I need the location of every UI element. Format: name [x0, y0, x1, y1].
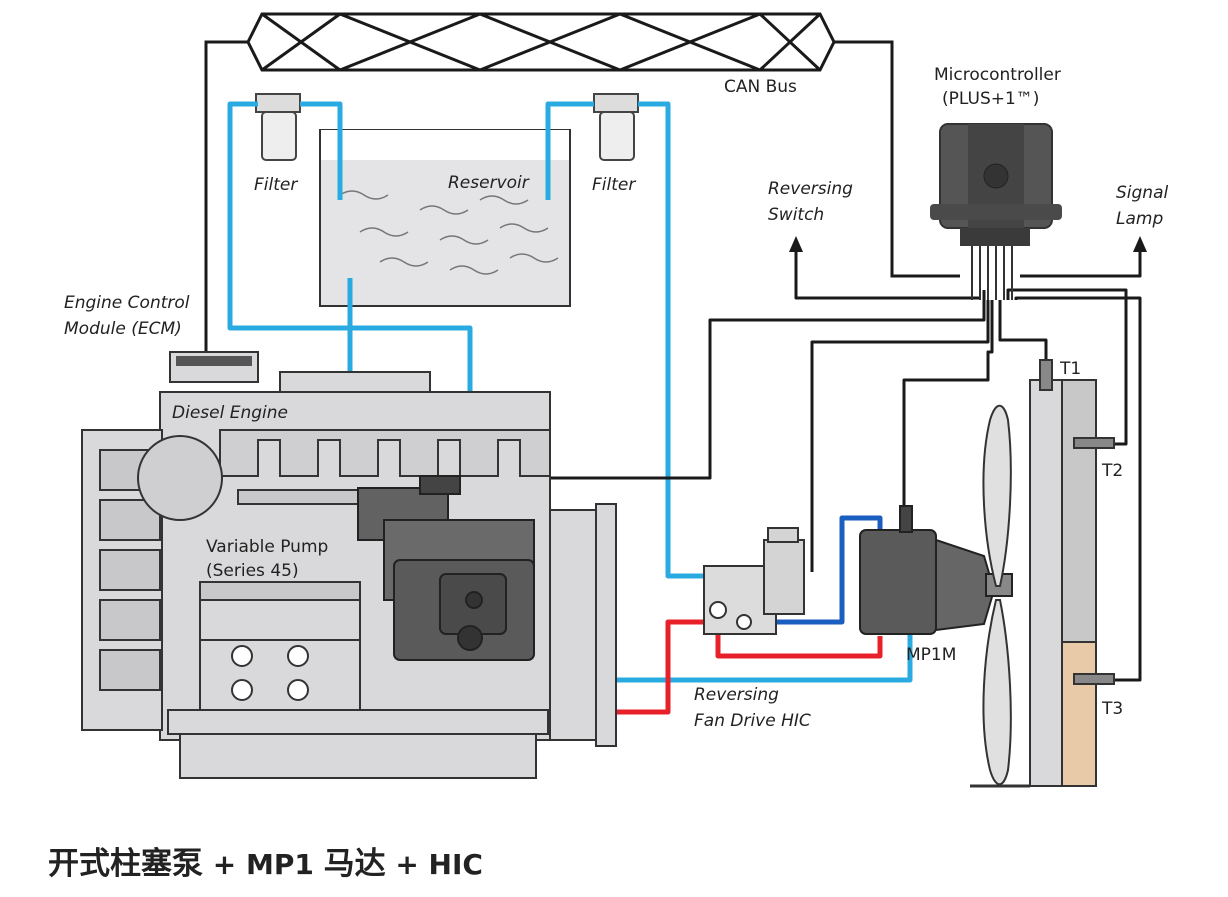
filter-left [255, 93, 301, 161]
microcontroller-sublabel: (PLUS+1™) [942, 89, 1039, 109]
signal-lamp-label: Signal [1116, 183, 1168, 203]
filter-right-label: Filter [592, 175, 636, 195]
reversing-fan-drive-hic [703, 527, 805, 635]
arrows [789, 236, 1147, 252]
microcontroller [930, 123, 1062, 300]
reservoir-label: Reservoir [448, 173, 530, 193]
microcontroller-label: Microcontroller [934, 65, 1061, 85]
can-bus-label: CAN Bus [724, 77, 797, 97]
reversing-switch-sublabel: Switch [768, 205, 824, 225]
diesel-engine [81, 371, 617, 779]
filter-right [593, 93, 639, 161]
variable-pump [357, 475, 535, 661]
caption-part1: 开式柱塞泵 [48, 846, 203, 882]
ecm-sublabel: Module (ECM) [64, 319, 182, 339]
ecm-label: Engine Control [64, 293, 190, 313]
reversing-switch-label: Reversing [768, 179, 853, 199]
caption: 开式柱塞泵 + MP1 马达 + HIC [48, 838, 483, 883]
temp-sensors [1039, 359, 1115, 685]
engine-control-module [169, 351, 259, 383]
hic-sublabel: Fan Drive HIC [694, 711, 811, 731]
signal-lamp-sublabel: Lamp [1116, 209, 1163, 229]
mp1m-motor [859, 505, 1013, 635]
cooler [1029, 379, 1097, 787]
t2-label: T2 [1101, 461, 1123, 481]
t3-label: T3 [1101, 699, 1123, 719]
diesel-engine-label: Diesel Engine [172, 403, 288, 423]
caption-part3: 马达 [323, 846, 386, 882]
can-bus-cable [204, 12, 960, 352]
motor-label: MP1M [906, 645, 956, 665]
motor-lines [744, 515, 883, 625]
t1-label: T1 [1059, 359, 1081, 379]
caption-part4: + HIC [385, 848, 483, 881]
hic-label: Reversing [694, 685, 779, 705]
variable-pump-sublabel: (Series 45) [206, 561, 299, 581]
fan [970, 404, 1030, 788]
caption-part2: + MP1 [203, 848, 324, 881]
filter-left-label: Filter [254, 175, 298, 195]
variable-pump-label: Variable Pump [206, 537, 328, 557]
reservoir [319, 129, 571, 307]
